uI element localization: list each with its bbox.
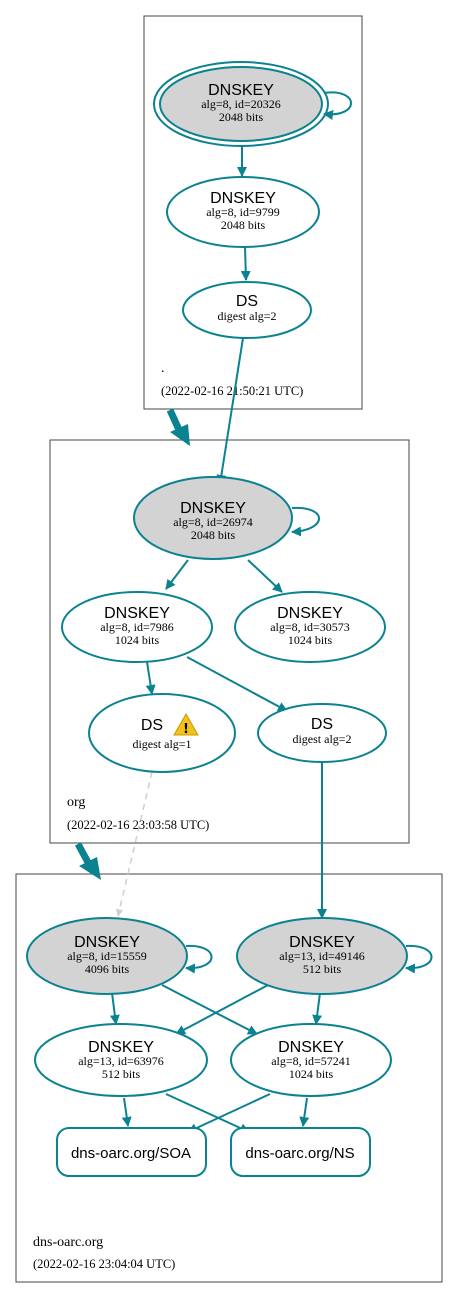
zone-root-timestamp: (2022-02-16 21:50:21 UTC): [161, 384, 303, 398]
node-size: 2048 bits: [219, 110, 264, 124]
node-detail: alg=13, id=63976: [78, 1054, 164, 1068]
node-org-ksk[interactable]: DNSKEY alg=8, id=26974 2048 bits: [133, 476, 293, 560]
node-detail: digest alg=2: [217, 309, 276, 323]
edge-oarc-ksk2-zsk1: [175, 984, 269, 1035]
node-root-zsk[interactable]: DNSKEY alg=8, id=9799 2048 bits: [166, 176, 320, 248]
node-size: 512 bits: [303, 962, 342, 976]
node-detail: alg=8, id=30573: [270, 620, 350, 634]
edge-root-ksk-self: [323, 91, 352, 120]
edge-oarc-zsk1-soa: [121, 1097, 132, 1127]
warning-glyph: !: [183, 722, 189, 737]
edge-oarc-ksk2-self: [405, 944, 433, 974]
node-type: DNSKEY: [180, 500, 246, 517]
node-org-ds-alg1[interactable]: DS ! digest alg=1: [88, 693, 236, 773]
edge-org-zsk1-ds2: [186, 656, 288, 712]
node-detail: alg=8, id=20326: [201, 97, 281, 111]
node-type: DS: [141, 717, 163, 734]
node-org-zsk-30573[interactable]: DNSKEY alg=8, id=30573 1024 bits: [234, 591, 386, 663]
node-type: DNSKEY: [277, 605, 343, 622]
node-size: 4096 bits: [85, 962, 130, 976]
edge-oarc-ksk1-self: [185, 944, 213, 974]
node-size: 2048 bits: [221, 218, 266, 232]
node-type: DS: [311, 716, 333, 733]
node-oarc-soa[interactable]: dns-oarc.org/SOA: [56, 1127, 207, 1177]
node-detail: alg=8, id=9799: [206, 205, 280, 219]
node-oarc-ns[interactable]: dns-oarc.org/NS: [230, 1127, 371, 1177]
edge-root-ds-org-ksk: [216, 337, 244, 485]
node-oarc-ksk-15559[interactable]: DNSKEY alg=8, id=15559 4096 bits: [26, 917, 188, 995]
edge-org-zsk1-ds1: [145, 661, 156, 695]
node-detail: alg=8, id=7986: [100, 620, 174, 634]
node-size: 1024 bits: [288, 633, 333, 647]
edge-oarc-ksk1-zsk1: [109, 992, 120, 1025]
node-size: 1024 bits: [115, 633, 160, 647]
delegation-arrow-root-org: [166, 408, 190, 446]
delegation-arrow-org-oarc: [74, 842, 101, 880]
node-type: DNSKEY: [278, 1039, 344, 1056]
node-root-ds[interactable]: DS digest alg=2: [182, 281, 312, 339]
node-size: 512 bits: [102, 1067, 141, 1081]
node-type: DS: [236, 293, 258, 310]
node-detail: digest alg=1: [132, 737, 191, 751]
edge-org-ds1-oarc-ksk1: [115, 771, 153, 917]
node-type: DNSKEY: [208, 82, 274, 99]
node-org-ds-alg2[interactable]: DS digest alg=2: [257, 703, 387, 763]
node-size: 1024 bits: [289, 1067, 334, 1081]
node-type: DNSKEY: [104, 605, 170, 622]
node-detail: alg=8, id=15559: [67, 949, 147, 963]
zone-dns-oarc-timestamp: (2022-02-16 23:04:04 UTC): [33, 1257, 175, 1271]
edges: [109, 91, 433, 1133]
zone-dns-oarc-name: dns-oarc.org: [33, 1235, 103, 1250]
node-oarc-zsk-63976[interactable]: DNSKEY alg=13, id=63976 512 bits: [34, 1023, 208, 1097]
edge-org-ksk-zsk2: [247, 559, 283, 593]
rrset-label: dns-oarc.org/SOA: [71, 1145, 191, 1162]
node-oarc-zsk-57241[interactable]: DNSKEY alg=8, id=57241 1024 bits: [230, 1023, 392, 1097]
node-type: DNSKEY: [210, 190, 276, 207]
node-detail: alg=13, id=49146: [279, 949, 365, 963]
node-type: DNSKEY: [289, 934, 355, 951]
edge-root-zsk-ds: [240, 245, 251, 281]
edge-oarc-zsk2-ns: [299, 1097, 310, 1127]
zone-org-name: org: [67, 795, 85, 810]
node-oarc-ksk-49146[interactable]: DNSKEY alg=13, id=49146 512 bits: [236, 917, 408, 995]
zone-root-name: .: [161, 361, 165, 376]
zone-org-timestamp: (2022-02-16 23:03:58 UTC): [67, 818, 209, 832]
node-type: DNSKEY: [74, 934, 140, 951]
node-detail: alg=8, id=26974: [173, 515, 253, 529]
node-detail: alg=8, id=57241: [271, 1054, 351, 1068]
edge-oarc-zsk1-ns: [165, 1093, 250, 1133]
edge-org-ksk-self: [291, 506, 320, 537]
warning-icon: !: [173, 712, 199, 737]
node-detail: digest alg=2: [292, 732, 351, 746]
edge-oarc-ksk2-zsk2: [312, 992, 323, 1025]
node-size: 2048 bits: [191, 528, 236, 542]
rrset-label: dns-oarc.org/NS: [245, 1145, 354, 1162]
edge-oarc-zsk2-soa: [187, 1093, 271, 1133]
node-type: DNSKEY: [88, 1039, 154, 1056]
edge-org-ksk-zsk1: [165, 559, 189, 590]
node-org-zsk-7986[interactable]: DNSKEY alg=8, id=7986 1024 bits: [61, 591, 213, 663]
node-root-ksk[interactable]: DNSKEY alg=8, id=20326 2048 bits: [153, 61, 329, 147]
edge-oarc-ksk1-zsk2: [161, 984, 258, 1035]
